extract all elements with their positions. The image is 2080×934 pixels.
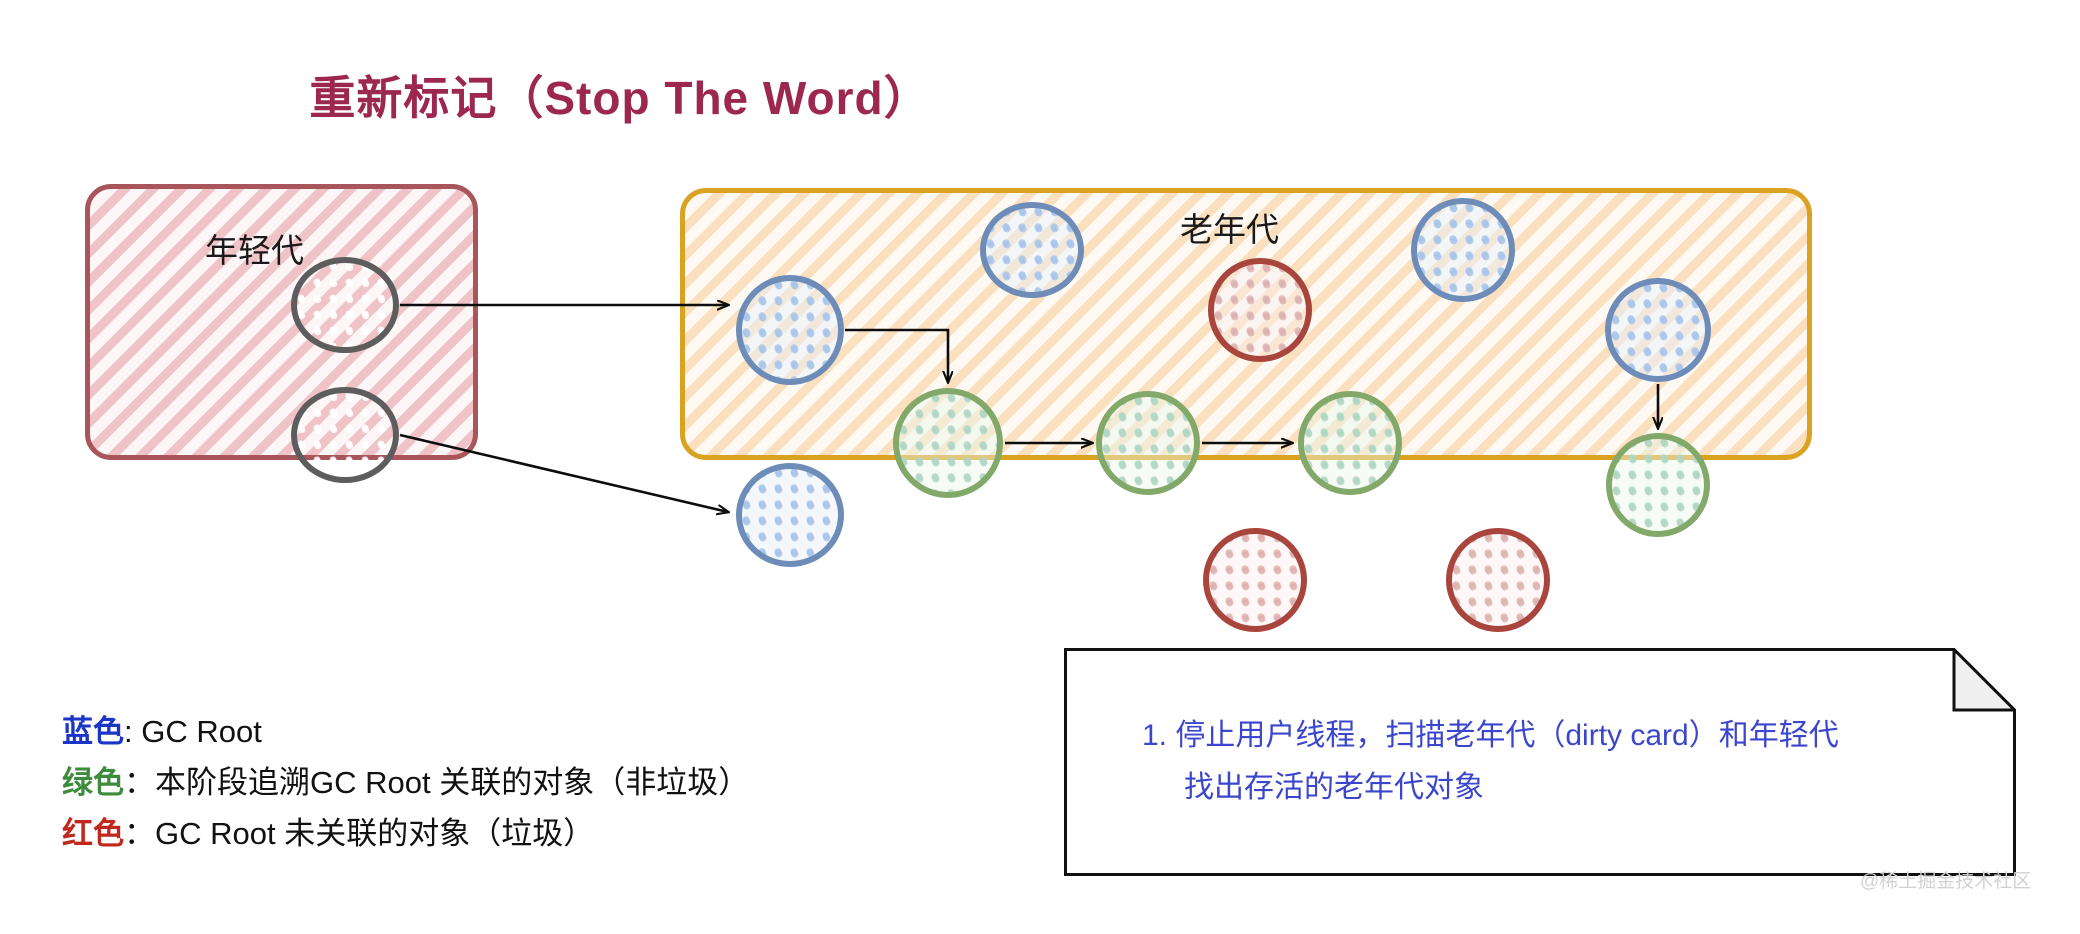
legend-row-blue: 蓝色: GC Root [62,706,749,757]
object-node-gray-y1 [291,257,399,353]
object-node-gray-y2 [291,387,399,483]
note-callout: 1. 停止用户线程，扫描老年代（dirty card）和年轻代 找出存活的老年代… [1064,648,2016,876]
object-node-blue-o1 [736,463,844,567]
legend-swatch-red: 红色 [62,816,124,851]
legend-swatch-blue: 蓝色 [62,714,124,749]
object-node-red-o10 [1208,258,1312,362]
legend-sep-red: ： [124,816,155,851]
young-generation-region [85,184,478,460]
legend-row-red: 红色：GC Root 未关联的对象（垃圾） [62,808,749,859]
note-line-2: 找出存活的老年代对象 [1184,771,1484,804]
object-node-green-o8 [1298,391,1402,495]
object-node-blue-o3 [980,202,1084,298]
object-node-green-o9 [1606,433,1710,537]
legend-row-green: 绿色：本阶段追溯GC Root 关联的对象（非垃圾） [62,757,749,808]
legend-sep-green: ： [124,765,155,800]
legend: 蓝色: GC Root 绿色：本阶段追溯GC Root 关联的对象（非垃圾） 红… [62,706,749,859]
object-node-blue-o5 [1605,278,1711,382]
object-node-green-o7 [1096,391,1200,495]
object-node-green-o6 [893,388,1003,498]
legend-text-red: GC Root 未关联的对象（垃圾） [155,816,595,851]
legend-swatch-green: 绿色 [62,765,124,800]
note-callout-shape [1064,648,2016,876]
note-text: 1. 停止用户线程，扫描老年代（dirty card）和年轻代 找出存活的老年代… [1142,710,1972,814]
object-node-red-o11 [1203,528,1307,632]
object-node-blue-o4 [1411,198,1515,302]
watermark: @稀土掘金技术社区 [1860,871,2032,892]
old-generation-label: 老年代 [1180,211,1279,248]
object-node-red-o12 [1446,528,1550,632]
note-line-1: 1. 停止用户线程，扫描老年代（dirty card）和年轻代 [1142,719,1839,752]
page-title: 重新标记（Stop The Word） [309,72,931,124]
young-generation-label: 年轻代 [205,232,304,269]
legend-text-green: 本阶段追溯GC Root 关联的对象（非垃圾） [155,765,750,800]
legend-sep-blue: : [124,714,142,749]
legend-text-blue: GC Root [141,714,262,749]
object-node-blue-o2 [736,275,844,385]
